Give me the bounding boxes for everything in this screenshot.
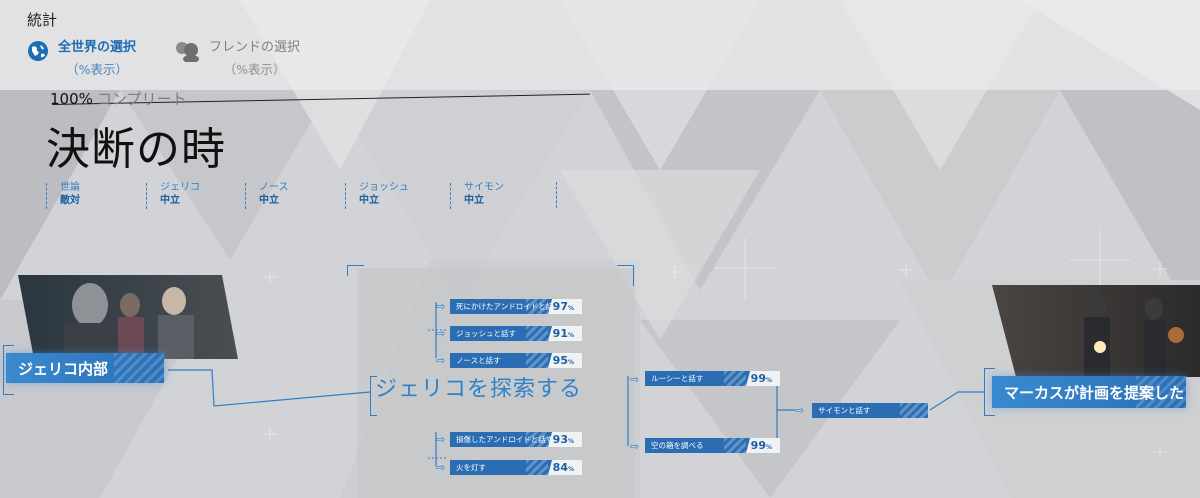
- relation-name: ノース: [259, 182, 289, 193]
- filter-world-sub: （%表示）: [66, 62, 128, 77]
- option-percent: 95%: [548, 353, 582, 368]
- option-stripes: [526, 299, 548, 314]
- completion-label: コンプリート: [96, 90, 187, 108]
- hub-bracket-tr: [617, 265, 634, 286]
- arrow-right-icon: ⇨: [436, 354, 446, 367]
- option-dying-android[interactable]: 死にかけたアンドロイドと話す 97%: [450, 299, 582, 314]
- option-stripes: [526, 460, 548, 475]
- end-scene-bracket: [984, 368, 995, 416]
- relation-status: 中立: [259, 195, 279, 206]
- end-scene-box[interactable]: マーカスが計画を提案した: [992, 376, 1186, 408]
- option-percent: 91%: [548, 326, 582, 341]
- stats-title: 統計: [27, 11, 58, 29]
- relation-status: 中立: [464, 195, 484, 206]
- scene-image: [18, 275, 238, 359]
- relation-josh: ジョッシュ 中立: [345, 181, 409, 209]
- start-scene-box[interactable]: ジェリコ内部: [6, 353, 164, 383]
- end-scene-thumbnail[interactable]: [992, 285, 1200, 377]
- option-talk-north[interactable]: ノースと話す 95%: [450, 353, 582, 368]
- relation-status: 敵対: [60, 195, 80, 206]
- option-percent-unit: %: [567, 359, 574, 366]
- filter-world-label: 全世界の選択: [58, 40, 137, 55]
- option-stripes: [724, 438, 746, 453]
- arrow-right-icon: ⇨: [795, 404, 805, 417]
- filter-world-choices[interactable]: 全世界の選択 （%表示）: [27, 40, 136, 78]
- option-stripes: [724, 371, 746, 386]
- option-percent-unit: %: [567, 305, 574, 312]
- arrow-right-icon: ⇨: [436, 433, 446, 446]
- option-light-fire[interactable]: 火を灯す 84%: [450, 460, 582, 475]
- completion-status: 100%コンプリート: [50, 88, 186, 109]
- relation-name: 世論: [60, 182, 80, 193]
- relation-simon: サイモン 中立: [450, 181, 504, 209]
- option-percent-unit: %: [765, 377, 772, 384]
- scene-image: [992, 285, 1200, 377]
- relation-name: ジェリコ: [160, 182, 200, 193]
- option-label: ルーシーと話す: [651, 374, 704, 383]
- hub-bracket-left: [370, 376, 377, 416]
- relation-name: ジョッシュ: [359, 182, 409, 193]
- option-damaged-android[interactable]: 損傷したアンドロイドと話す 93%: [450, 432, 582, 447]
- friends-icon: [176, 42, 199, 62]
- option-label: 空の箱を調べる: [651, 441, 704, 450]
- option-percent-unit: %: [567, 466, 574, 473]
- option-percent-value: 97: [552, 300, 568, 313]
- option-label: 火を灯す: [456, 463, 486, 472]
- option-stripes: [900, 403, 928, 418]
- stats-header: [0, 0, 1200, 90]
- globe-icon: [28, 41, 48, 61]
- option-label: 損傷したアンドロイドと話す: [456, 435, 554, 444]
- completion-value: 100%: [50, 90, 93, 108]
- option-percent-value: 95: [552, 354, 568, 367]
- arrow-right-icon: ⇨: [436, 461, 446, 474]
- option-stripes: [526, 326, 548, 341]
- arrow-right-icon: ⇨: [630, 440, 640, 453]
- option-label: ノースと話す: [456, 356, 501, 365]
- option-talk-josh[interactable]: ジョッシュと話す 91%: [450, 326, 582, 341]
- option-percent-unit: %: [567, 332, 574, 339]
- relation-status: 中立: [160, 195, 180, 206]
- option-percent: 99%: [746, 438, 780, 453]
- start-scene-thumbnail[interactable]: [18, 275, 238, 359]
- option-percent-value: 91: [552, 327, 568, 340]
- filter-friend-sub: （%表示）: [223, 62, 286, 77]
- option-percent: 93%: [548, 432, 582, 447]
- relation-public-opinion: 世論 敵対: [46, 181, 80, 209]
- relation-name: サイモン: [464, 182, 504, 193]
- option-percent: 99%: [746, 371, 780, 386]
- option-talk-simon[interactable]: サイモンと話す: [812, 403, 928, 418]
- option-percent-value: 99: [750, 439, 766, 452]
- hub-bracket-tl: [347, 265, 364, 276]
- chapter-title: 決断の時: [46, 124, 226, 175]
- arrow-right-icon: ⇨: [436, 327, 446, 340]
- option-percent-value: 84: [552, 461, 568, 474]
- arrow-right-icon: ⇨: [630, 373, 640, 386]
- option-percent-value: 99: [750, 372, 766, 385]
- option-stripes: [526, 432, 548, 447]
- relation-north: ノース 中立: [245, 181, 289, 209]
- arrow-right-icon: ⇨: [436, 300, 446, 313]
- option-label: ジョッシュと話す: [456, 329, 516, 338]
- option-percent-unit: %: [765, 444, 772, 451]
- option-percent-value: 93: [552, 433, 568, 446]
- hub-scene-label[interactable]: ジェリコを探索する: [375, 377, 583, 402]
- option-percent: 97%: [548, 299, 582, 314]
- option-label: 死にかけたアンドロイドと話す: [456, 302, 561, 311]
- start-scene-bracket: [3, 345, 14, 395]
- filter-friend-choices[interactable]: フレンドの選択 （%表示）: [174, 40, 300, 78]
- option-percent: 84%: [548, 460, 582, 475]
- option-talk-lucy[interactable]: ルーシーと話す 99%: [645, 371, 780, 386]
- option-percent-unit: %: [567, 438, 574, 445]
- option-stripes: [526, 353, 548, 368]
- relations-end-bracket: [552, 182, 557, 208]
- option-check-box[interactable]: 空の箱を調べる 99%: [645, 438, 780, 453]
- filter-friend-label: フレンドの選択: [209, 40, 301, 55]
- relation-status: 中立: [359, 195, 379, 206]
- relation-jericho: ジェリコ 中立: [146, 181, 200, 209]
- option-label: サイモンと話す: [818, 406, 871, 415]
